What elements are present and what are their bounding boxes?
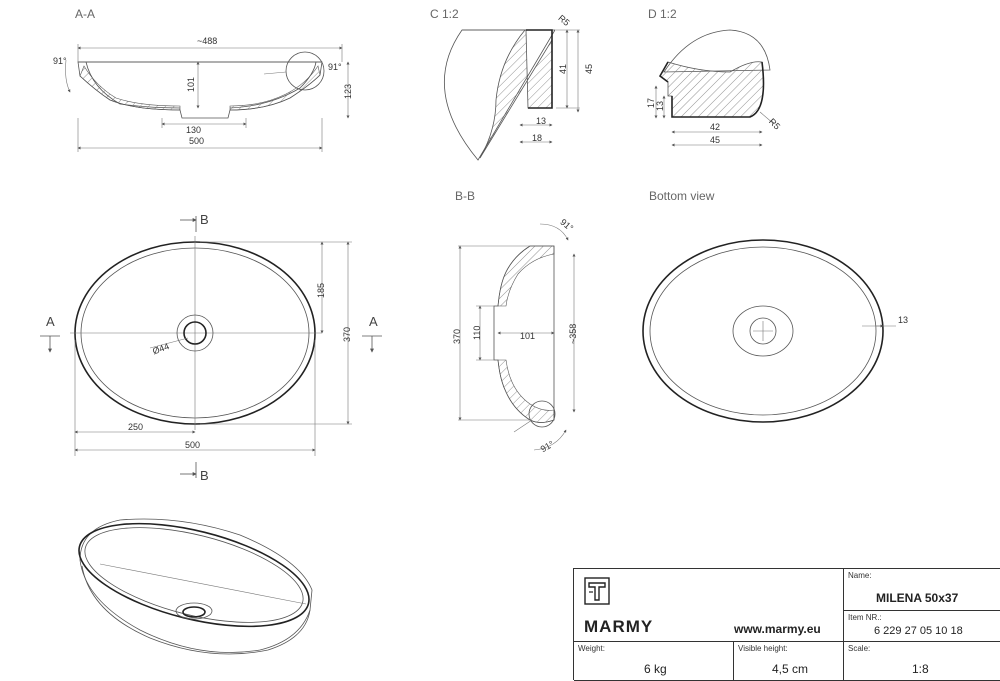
detail-c-w1: 13 xyxy=(536,116,546,126)
angle-aa-left: 91° xyxy=(53,56,67,66)
website-text: www.marmy.eu xyxy=(734,622,821,636)
dim-half-width: 250 xyxy=(128,422,143,432)
detail-c-w2: 18 xyxy=(532,133,542,143)
section-b-marker-top: B xyxy=(200,212,209,227)
dim-top-width: ~488 xyxy=(197,36,217,46)
isometric-view xyxy=(78,518,313,655)
scale-value: 1:8 xyxy=(912,662,929,676)
section-b-b-view: B-B 91° 91° 370 110 101 ~358 xyxy=(452,189,578,454)
detail-c-radius: R5 xyxy=(556,13,571,28)
angle-bb-bottom: 91° xyxy=(539,439,556,455)
brand-cell: MARMY www.marmy.eu xyxy=(574,569,844,642)
dim-drain: 130 xyxy=(186,125,201,135)
top-view: B A A Ø44 185 370 250 500 B xyxy=(40,212,382,483)
bottom-view-label: Bottom view xyxy=(649,189,715,203)
weight-cell: Weight: 6 kg xyxy=(574,642,734,681)
detail-d-h2: 13 xyxy=(655,101,665,111)
detail-d-w1: 42 xyxy=(710,122,720,132)
marmy-logo-icon xyxy=(584,577,610,605)
dim-width: 500 xyxy=(189,136,204,146)
section-a-a-label: A-A xyxy=(75,7,95,21)
name-cell: Name: MILENA 50x37 xyxy=(844,569,1000,611)
item-label: Item NR.: xyxy=(848,613,882,622)
dim-drain-bb: 110 xyxy=(472,326,482,340)
dim-half-height: 185 xyxy=(316,283,326,298)
scale-label: Scale: xyxy=(848,644,871,653)
detail-d-h1: 17 xyxy=(646,98,656,108)
detail-d-radius: R5 xyxy=(767,116,782,131)
dim-height-bb: 370 xyxy=(452,329,462,344)
dim-width-top: 500 xyxy=(185,440,200,450)
weight-label: Weight: xyxy=(578,644,605,653)
detail-c-h2: 45 xyxy=(584,64,594,74)
section-a-a-view: A-A ~488 91° 91° 101 123 130 xyxy=(53,7,353,152)
visible-height-label: Visible height: xyxy=(738,644,788,653)
dim-drain-hole: Ø44 xyxy=(151,341,170,356)
weight-value: 6 kg xyxy=(644,662,667,676)
brand-logo-text: MARMY xyxy=(584,617,654,636)
name-label: Name: xyxy=(848,571,872,580)
detail-c-label: C 1:2 xyxy=(430,7,459,21)
angle-aa-right: 91° xyxy=(328,62,342,72)
item-number: 6 229 27 05 10 18 xyxy=(874,625,963,637)
detail-d-label: D 1:2 xyxy=(648,7,677,21)
dim-inner-bb: ~358 xyxy=(568,324,578,344)
dim-height-top: 370 xyxy=(342,327,352,342)
dim-depth: 101 xyxy=(186,77,196,92)
detail-c-h1: 41 xyxy=(558,64,568,74)
dim-depth-bb: 101 xyxy=(520,331,535,341)
scale-cell: Scale: 1:8 xyxy=(844,642,1000,681)
product-name: MILENA 50x37 xyxy=(876,591,959,605)
visible-height-cell: Visible height: 4,5 cm xyxy=(734,642,844,681)
detail-d-w2: 45 xyxy=(710,135,720,145)
dim-height: 123 xyxy=(343,84,353,99)
title-block: MARMY www.marmy.eu Name: MILENA 50x37 It… xyxy=(573,568,1000,681)
item-cell: Item NR.: 6 229 27 05 10 18 xyxy=(844,611,1000,642)
dim-rim-bottom: 13 xyxy=(898,315,908,325)
section-a-marker-left: A xyxy=(46,314,55,329)
section-b-b-label: B-B xyxy=(455,189,475,203)
section-b-marker-bottom: B xyxy=(200,468,209,483)
bottom-view: Bottom view 13 xyxy=(642,189,908,423)
section-a-marker-right: A xyxy=(369,314,378,329)
detail-d-view: D 1:2 17 13 42 45 R5 xyxy=(646,7,782,147)
detail-c-view: C 1:2 R5 41 45 13 18 xyxy=(430,7,594,161)
visible-height-value: 4,5 cm xyxy=(772,662,809,676)
